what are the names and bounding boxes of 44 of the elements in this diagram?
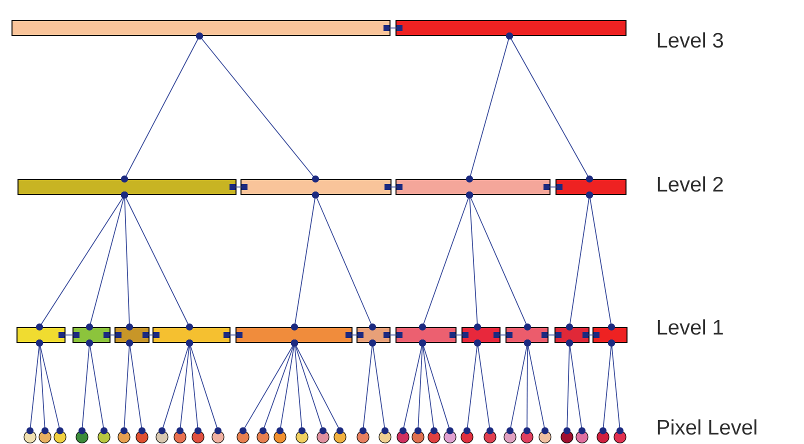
bar [556,179,626,195]
tree-link [608,340,624,434]
neighbor-link [450,332,468,338]
tree-link [566,340,586,434]
tree-link [291,340,344,434]
neighbor-link [104,332,122,338]
level-label: Level 1 [658,319,723,335]
tree-link [586,192,615,330]
bar [16,327,66,343]
neighbor-link [384,184,402,190]
neighbor-link [494,332,512,338]
level-label: Pixel Level [658,419,756,435]
neighbor-link [384,332,402,338]
tree-link [196,32,319,182]
bar [236,327,352,343]
tree-link [186,340,222,434]
tree-link [466,192,531,330]
bar [18,179,236,195]
neighbor-link [142,332,160,338]
tree-link [36,340,64,434]
level-label: Level 3 [658,32,723,48]
neighbor-link [230,184,248,190]
neighbor-link [224,332,242,338]
tree-link [126,340,146,434]
tree-link [506,32,593,182]
neighbor-link [544,184,562,190]
tree-link [524,340,548,434]
neighbor-link [582,332,600,338]
bar [240,179,392,195]
tree-link [312,192,376,330]
level-label: Level 2 [658,176,723,192]
neighbor-link [58,332,80,338]
tree-link [121,192,193,330]
neighbor-link [384,25,402,31]
bar [12,20,390,36]
tree-link [419,340,454,434]
tree-link [369,340,388,434]
bar [396,179,550,195]
bar [152,327,230,343]
tree-link [86,340,108,434]
tree-link [474,340,494,434]
bar [396,20,626,36]
neighbor-link [346,332,364,338]
neighbor-link [542,332,562,338]
